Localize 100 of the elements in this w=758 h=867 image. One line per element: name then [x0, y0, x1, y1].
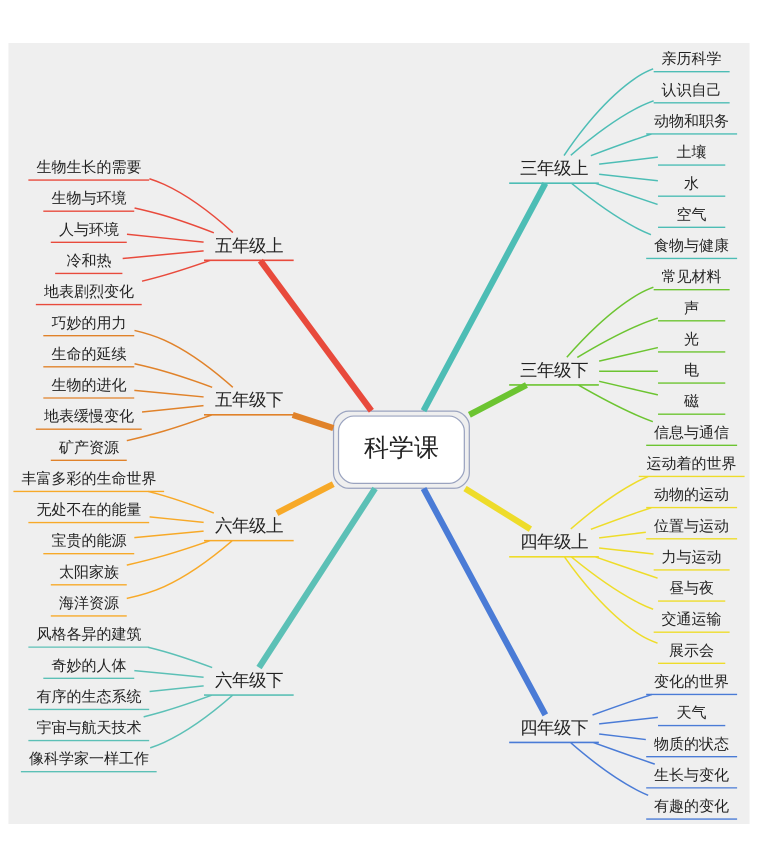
node-text: 地表缓慢变化 [44, 407, 134, 426]
node-text: 四年级上 [520, 532, 588, 553]
node-text: 展示会 [669, 641, 714, 660]
node-text: 位置与运动 [654, 516, 730, 535]
connector [134, 330, 234, 388]
node-text: 生物与环境 [51, 189, 126, 208]
connector [126, 540, 233, 600]
node-text: 六年级上 [214, 516, 283, 537]
connector [594, 182, 658, 206]
node-text: 六年级下 [214, 670, 283, 691]
node-text: 运动着的世界 [646, 454, 737, 472]
connector [468, 382, 528, 418]
connector [599, 733, 646, 740]
connector [150, 694, 234, 749]
connector [149, 178, 234, 234]
node-text: 地表剧烈变化 [44, 282, 134, 301]
node-text: 天气 [676, 704, 707, 722]
connector [570, 100, 654, 156]
node-text: 生物的进化 [51, 376, 126, 394]
node-text: 昼与夜 [669, 579, 714, 598]
connector [570, 476, 648, 530]
connector [126, 234, 204, 243]
connector [134, 390, 204, 398]
connector [142, 260, 210, 282]
connector [593, 742, 656, 765]
node-text: 人与环境 [58, 220, 119, 238]
connector [590, 133, 652, 156]
node-text: 生命的延续 [51, 344, 126, 363]
connector [463, 486, 532, 532]
node-text: 四年级下 [520, 718, 588, 738]
connector [292, 412, 334, 432]
node-text: 磁 [684, 392, 700, 410]
node-text: 宝贵的能源 [51, 532, 126, 550]
node-text: 三年级下 [520, 360, 588, 381]
node-text: 食物与健康 [654, 236, 730, 255]
connector [148, 646, 212, 668]
connector [126, 540, 210, 566]
node-text: 交通运输 [662, 610, 722, 628]
node-text: 生长与变化 [654, 766, 730, 784]
node-text: 空气 [676, 205, 707, 224]
node-text: 奇妙的人体 [51, 656, 126, 674]
node-text: 土壤 [676, 143, 707, 162]
node-text: 巧妙的用力 [51, 314, 126, 332]
connector [571, 182, 652, 236]
node-text: 常见材料 [662, 268, 722, 286]
node-text: 生物生长的需要 [36, 158, 142, 176]
node-text: 宇宙与航天技术 [36, 718, 142, 737]
connector [122, 250, 204, 260]
node-text: 信息与通信 [654, 423, 730, 442]
node-box: 科学课 [332, 410, 470, 489]
connector [150, 516, 204, 524]
connector [599, 370, 658, 372]
node-text: 光 [684, 330, 700, 348]
node-text: 动物的运动 [654, 486, 730, 504]
connector [143, 694, 212, 718]
node-text: 认识自己 [662, 80, 722, 99]
connector [142, 404, 204, 413]
connector [134, 670, 204, 678]
node-text: 海洋资源 [58, 594, 119, 612]
connector [599, 547, 654, 555]
node-text: 太阳家族 [58, 562, 119, 581]
node-text: 物质的状态 [654, 734, 730, 753]
node-text: 亲历科学 [662, 50, 722, 68]
connector [420, 182, 548, 412]
connector [134, 207, 214, 234]
node-text: 风格各异的建筑 [36, 625, 142, 644]
node-text: 五年级下 [214, 390, 283, 411]
node-text: 力与运动 [662, 548, 722, 566]
connector [576, 317, 658, 358]
node-text: 变化的世界 [654, 672, 730, 690]
connector [598, 380, 658, 396]
node-text: 有序的生态系统 [36, 687, 142, 706]
node-text: 丰富多彩的生命世界 [21, 469, 156, 488]
node-text: 电 [684, 361, 700, 380]
node-text: 矿产资源 [58, 438, 119, 456]
node-text: 冷和热 [66, 251, 112, 270]
node-text: 像科学家一样工作 [28, 750, 149, 768]
connector [564, 556, 658, 644]
connector [275, 481, 335, 516]
node-text: 动物和职务 [654, 112, 730, 130]
node-text: 水 [684, 174, 700, 192]
node-text: 三年级上 [520, 159, 588, 180]
connector [420, 487, 548, 716]
node-text: 声 [684, 298, 700, 317]
connector [599, 532, 646, 539]
connector [150, 685, 204, 692]
connector [599, 716, 658, 725]
connector [599, 156, 658, 165]
connector [592, 694, 652, 716]
connector [258, 258, 374, 413]
connector [148, 490, 214, 514]
connector [599, 174, 658, 182]
connector [126, 414, 212, 442]
connector [134, 530, 204, 538]
connector [256, 486, 378, 670]
connector [563, 68, 654, 156]
connector [566, 286, 654, 358]
connector [594, 556, 658, 579]
connector [578, 384, 654, 422]
node-text: 五年级上 [214, 236, 283, 256]
